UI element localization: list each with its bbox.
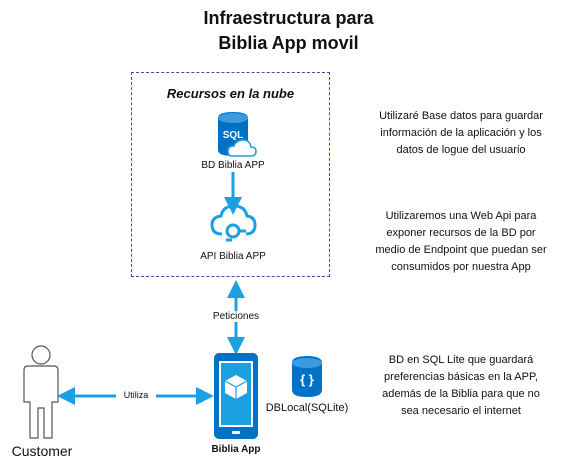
note-sqlite: BD en SQL Lite que guardará preferencias… bbox=[361, 352, 561, 420]
note-database-line: información de la aplicación y los bbox=[380, 127, 542, 139]
note-sqlite-line: BD en SQL Lite que guardará bbox=[388, 354, 534, 366]
customer-label: Customer bbox=[11, 443, 73, 459]
api-cloud-icon bbox=[210, 204, 257, 242]
note-api-line: medio de Endpoint que puedan ser bbox=[375, 244, 547, 256]
cloud-small-icon bbox=[227, 139, 257, 157]
sql-icon-text: SQL bbox=[223, 130, 244, 141]
note-api: Utilizaremos una Web Api para exponer re… bbox=[361, 208, 561, 276]
note-database-line: datos de logue del usuario bbox=[396, 144, 526, 156]
db-biblia-label: BD Biblia APP bbox=[201, 160, 265, 171]
note-database: Utilizaré Base datos para guardar inform… bbox=[361, 108, 561, 159]
local-database-icon: { } bbox=[292, 356, 322, 397]
biblia-app-label: Biblia App bbox=[211, 444, 261, 455]
peticiones-label: Peticiones bbox=[196, 311, 276, 322]
customer-person-icon bbox=[23, 345, 59, 439]
note-sqlite-line: sea necesario el internet bbox=[401, 405, 521, 417]
note-database-line: Utilizaré Base datos para guardar bbox=[379, 110, 543, 122]
cloud-resources-title: Recursos en la nube bbox=[166, 86, 295, 101]
diagram-title: Infraestructura para Biblia App movil bbox=[0, 6, 577, 56]
api-biblia-label: API Biblia APP bbox=[200, 251, 266, 262]
note-sqlite-line: preferencias básicas en la APP, bbox=[384, 371, 538, 383]
title-line-2: Biblia App movil bbox=[218, 33, 359, 53]
dblocal-label: DBLocal(SQLite) bbox=[265, 402, 349, 414]
title-line-1: Infraestructura para bbox=[203, 8, 374, 28]
utiliza-label: Utiliza bbox=[116, 390, 156, 400]
mobile-phone-icon bbox=[214, 353, 258, 439]
local-db-glyph: { } bbox=[300, 372, 314, 387]
cloud-resources-box bbox=[131, 72, 330, 277]
note-api-line: exponer recursos de la BD por bbox=[386, 227, 536, 239]
note-api-line: consumidos por nuestra App bbox=[391, 261, 531, 273]
note-sqlite-line: además de la Biblia para que no bbox=[382, 388, 540, 400]
note-api-line: Utilizaremos una Web Api para bbox=[385, 210, 537, 222]
